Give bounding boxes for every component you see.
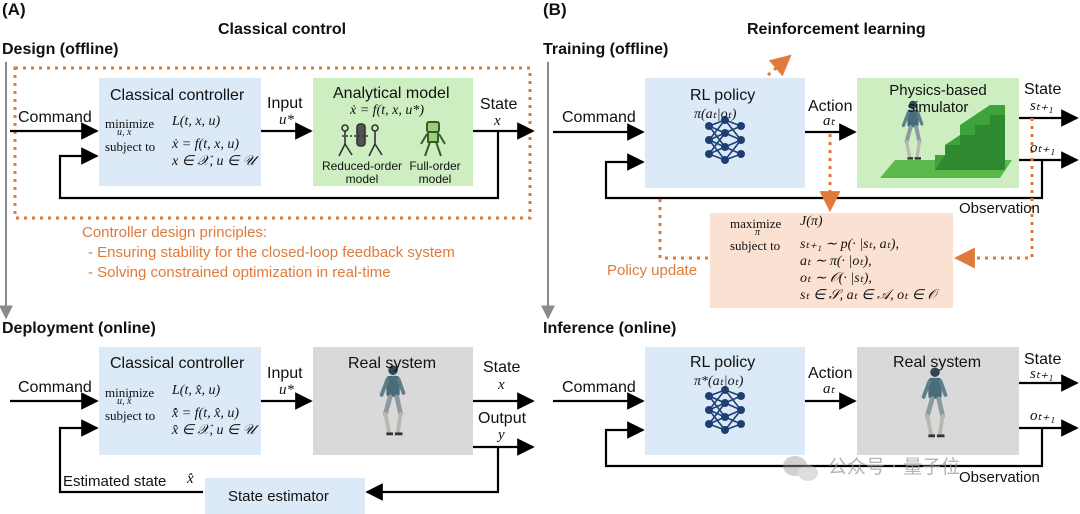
estimated-state-label: Estimated state — [63, 473, 167, 490]
train-policy-expr: π(aₜ|oₜ) — [694, 107, 737, 122]
real-system-title-b: Real system — [893, 354, 982, 371]
train-obs-var: oₜ₊₁ — [1030, 140, 1056, 156]
panel-b-header: Reinforcement learning — [747, 21, 926, 38]
rl-subject-to: subject to — [730, 238, 781, 253]
principle-optimization: - Solving constrained optimization in re… — [88, 264, 391, 281]
panel-a-tag: (A) — [2, 0, 26, 19]
design-dynamics: ẋ = f(t, x, u) — [172, 137, 239, 152]
deploy-sets: x̂ ∈ 𝒳, u ∈ 𝒰 — [172, 423, 256, 438]
design-input-var: u* — [279, 112, 294, 128]
reduced-order-label: Reduced-order model — [321, 159, 403, 186]
design-objective: L(t, x, u) — [172, 114, 221, 129]
design-label: Design (offline) — [2, 41, 119, 58]
design-input-label: Input — [267, 95, 303, 112]
design-state-var: x — [494, 113, 501, 129]
maximize-expr: J(π) — [800, 214, 823, 229]
infer-action-var: aₜ — [823, 381, 835, 397]
full-order-model-icon — [420, 121, 446, 157]
principles-title: Controller design principles: — [82, 224, 268, 241]
deploy-state-var: x — [498, 377, 505, 393]
panel-a-header: Classical control — [218, 21, 347, 38]
infer-state-var: sₜ₊₁ — [1030, 366, 1054, 382]
panel-b-tag: (B) — [543, 0, 567, 19]
maximize-word: maximize — [730, 216, 782, 231]
real-system-title-a: Real system — [348, 355, 437, 372]
deploy-minimize-sub: u, x̂ — [117, 396, 132, 407]
real-system-box-a — [313, 347, 473, 455]
infer-command-label: Command — [562, 379, 636, 396]
deploy-controller-box — [99, 347, 261, 455]
infer-observation-label: Observation — [959, 469, 1040, 486]
infer-state-label: State — [1024, 351, 1062, 368]
train-observation-label: Observation — [959, 200, 1040, 217]
analytical-model-title: Analytical model — [333, 85, 450, 102]
analytical-model-eq: ẋ = f(t, x, u*) — [350, 103, 424, 118]
simulator-title: Physics-based simulator — [889, 82, 987, 116]
train-action-label: Action — [808, 98, 853, 115]
train-command-label: Command — [562, 109, 636, 126]
state-estimator-title: State estimator — [228, 488, 329, 505]
train-state-label: State — [1024, 81, 1062, 98]
constraint-spaces: sₜ ∈ 𝒮, aₜ ∈ 𝒜, oₜ ∈ 𝒪 — [800, 288, 937, 303]
objective-box — [710, 213, 953, 308]
design-command-label: Command — [18, 109, 92, 126]
deploy-state-label: State — [483, 359, 521, 376]
deploy-controller-title: Classical controller — [110, 355, 245, 372]
state-estimator-box — [205, 478, 365, 514]
train-state-var: sₜ₊₁ — [1030, 98, 1054, 114]
deploy-output-label: Output — [478, 410, 527, 427]
deploy-subject-to: subject to — [105, 408, 156, 423]
principle-stability: - Ensuring stability for the closed-loop… — [88, 244, 455, 261]
reduced-order-model-icon — [338, 123, 383, 157]
design-controller-title: Classical controller — [110, 87, 245, 104]
training-label: Training (offline) — [543, 41, 669, 58]
constraint-policy: aₜ ∼ π(· |oₜ), — [800, 254, 872, 269]
deploy-objective: L(t, x̂, u) — [172, 383, 221, 398]
train-policy-title: RL policy — [690, 87, 756, 104]
deploy-output-var: y — [498, 427, 505, 443]
maximize-sub: π — [755, 227, 761, 238]
wechat-icon — [783, 456, 818, 481]
train-action-var: aₜ — [823, 113, 835, 129]
design-dotted-frame — [13, 66, 532, 220]
design-sets: x ∈ 𝒳, u ∈ 𝒰 — [172, 154, 256, 169]
design-subject-to: subject to — [105, 139, 156, 154]
infer-obs-var: oₜ₊₁ — [1030, 408, 1056, 424]
inference-label: Inference (online) — [543, 320, 677, 337]
deploy-command-label: Command — [18, 379, 92, 396]
full-order-label: Full-order model — [409, 159, 461, 186]
design-minimize: minimize — [105, 116, 155, 131]
infer-policy-title: RL policy — [690, 354, 756, 371]
classical-controller-box — [99, 78, 261, 186]
deployment-label: Deployment (online) — [2, 320, 156, 337]
constraint-observation: oₜ ∼ 𝒪(· |sₜ), — [800, 271, 872, 286]
deploy-dynamics: x̂̇ = f(t, x̂, u) — [172, 406, 239, 421]
deploy-minimize: minimize — [105, 385, 155, 400]
stairs-icon — [880, 105, 1012, 178]
infer-action-label: Action — [808, 365, 853, 382]
design-state-label: State — [480, 96, 518, 113]
policy-update-label: Policy update — [607, 262, 698, 279]
estimated-state-var: x̂ — [187, 471, 194, 487]
analytical-model-box — [313, 78, 473, 186]
design-minimize-sub: u, x — [117, 127, 132, 138]
constraint-transition: sₜ₊₁ ∼ p(· |sₜ, aₜ), — [800, 237, 899, 252]
infer-policy-expr: π*(aₜ|oₜ) — [694, 374, 744, 389]
watermark-text: 公众号 · 量子位 — [828, 456, 961, 478]
deploy-input-var: u* — [279, 382, 294, 398]
deploy-input-label: Input — [267, 365, 303, 382]
